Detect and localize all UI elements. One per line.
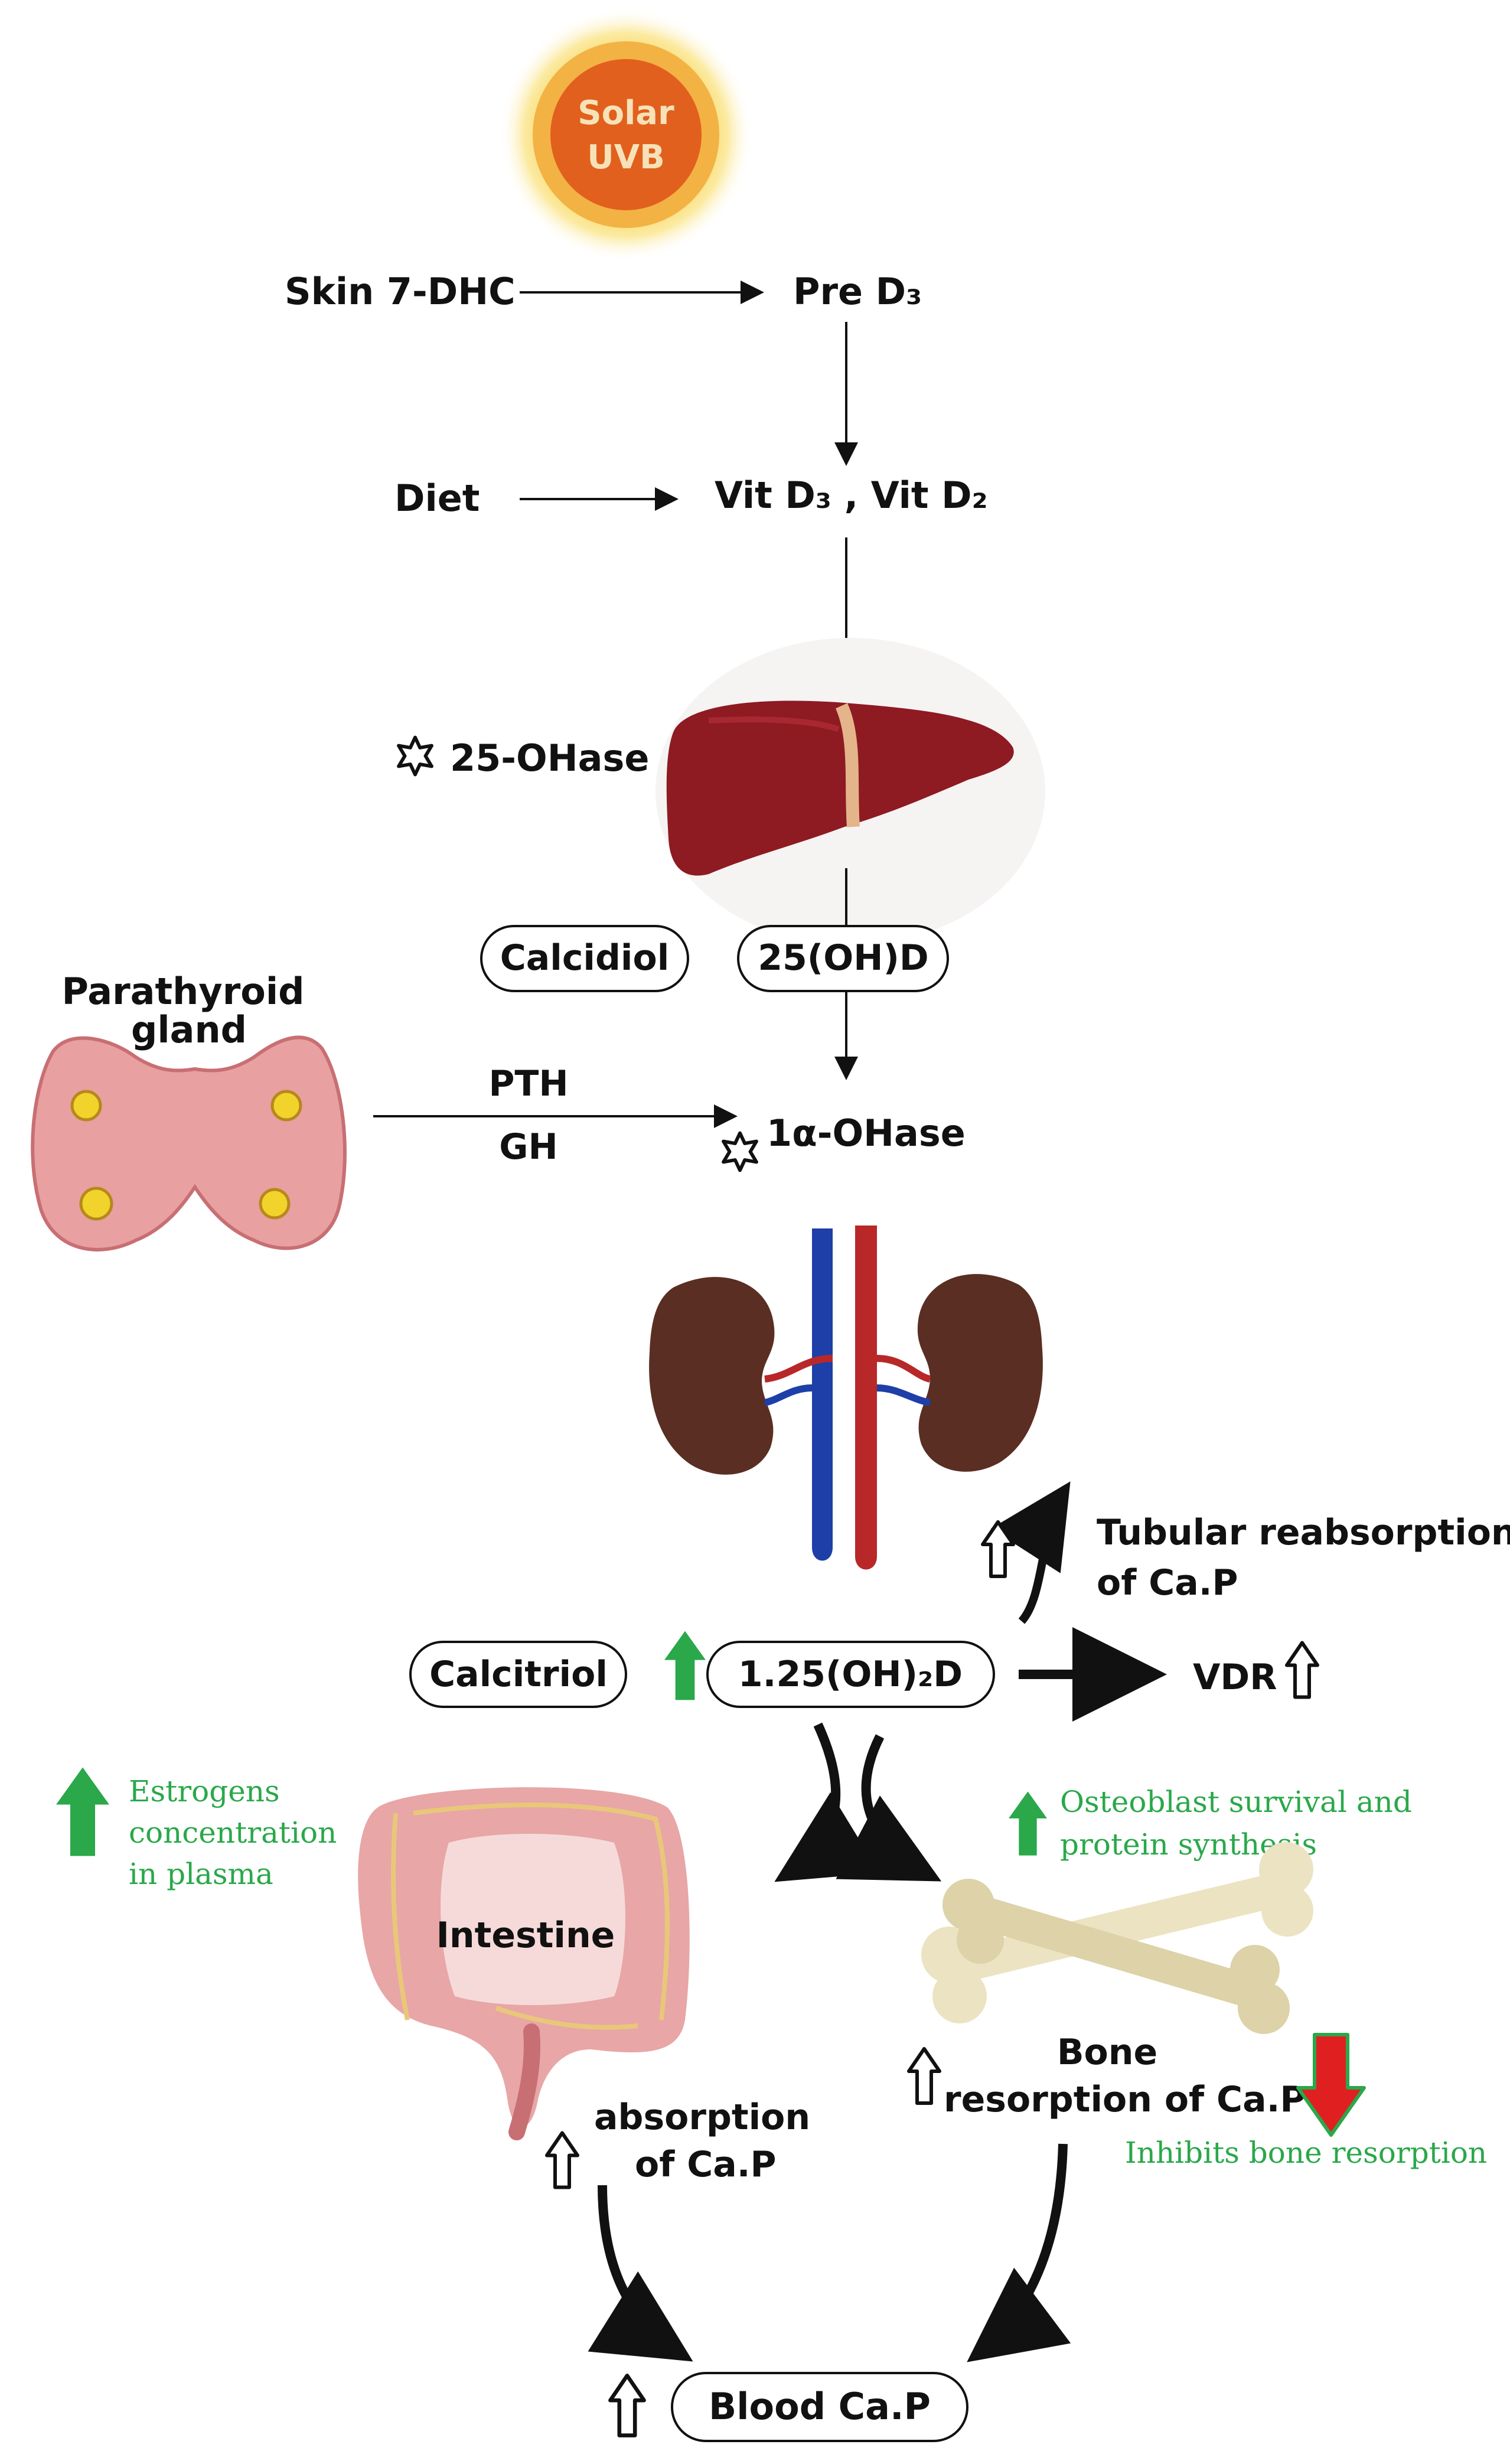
- oh2d-label: 1.25(OH)₂D: [738, 1654, 963, 1695]
- up-outline-arrow-icon: [610, 2375, 644, 2435]
- blood-label: Blood Ca.P: [709, 2385, 931, 2428]
- star-icon: [399, 738, 432, 775]
- pth-label: PTH: [488, 1063, 568, 1104]
- up-outline-arrow-icon: [547, 2133, 578, 2188]
- enzyme-1a-ohase-label: 1α-OHase: [767, 1112, 966, 1155]
- parathyroid-label-1: Parathyroid: [61, 970, 304, 1013]
- bones-icon: [921, 1842, 1313, 2034]
- bone-label-2: resorption of Ca.P: [944, 2079, 1306, 2120]
- up-outline-arrow-icon: [1287, 1643, 1317, 1697]
- intestine-icon: [358, 1787, 690, 2140]
- inhibits-note: Inhibits bone resorption: [1125, 2136, 1487, 2170]
- up-green-arrow-icon: [1009, 1791, 1047, 1856]
- calcitriol-pill: [409, 1641, 627, 1708]
- sun-label-1: Solar: [578, 94, 674, 132]
- curved-arrow-to-intestine: [774, 1722, 880, 1882]
- gh-label: GH: [499, 1126, 557, 1168]
- estrogens-note-2: concentration: [129, 1816, 337, 1850]
- calcidiol-pill: [480, 925, 689, 992]
- intestine-label: Intestine: [436, 1915, 615, 1956]
- calcitriol-label: Calcitriol: [429, 1654, 608, 1695]
- up-green-arrow-icon: [56, 1767, 109, 1856]
- down-red-arrow-icon: [1296, 2033, 1366, 2137]
- bone-label-1: Bone: [1057, 2032, 1157, 2073]
- blood-pill: [671, 2372, 968, 2442]
- pre-d3-label: Pre D₃: [793, 270, 922, 313]
- absorption-label-1: absorption: [594, 2097, 810, 2138]
- sun-icon: Solar UVB: [499, 8, 753, 262]
- vdr-label: VDR: [1193, 1657, 1277, 1698]
- liver-icon: [666, 700, 1014, 876]
- parathyroid-label-2: gland: [131, 1008, 247, 1051]
- curved-arrow-bone-to-blood: [967, 2143, 1071, 2362]
- up-green-arrow-icon: [664, 1631, 706, 1700]
- oh-d-pill: [737, 925, 949, 992]
- parathyroid-gland-icon: [31, 1035, 347, 1251]
- skin-7dhc-label: Skin 7-DHC: [285, 270, 516, 313]
- vit-d3-d2-label: Vit D₃ , Vit D₂: [715, 474, 988, 517]
- curved-arrow-absorption-to-blood: [588, 2185, 693, 2362]
- tubular-label-2: of Ca.P: [1097, 1562, 1238, 1603]
- star-icon: [723, 1133, 756, 1171]
- estrogens-note-1: Estrogens: [129, 1774, 280, 1808]
- tubular-label-1: Tubular reabsorption: [1097, 1512, 1510, 1553]
- absorption-label-2: of Ca.P: [635, 2144, 777, 2185]
- enzyme-25-ohase-label: 25-OHase: [450, 736, 649, 780]
- calcidiol-label: Calcidiol: [500, 937, 670, 979]
- sun-label-2: UVB: [587, 138, 665, 177]
- kidneys-icon: [649, 1226, 1043, 1570]
- osteoblast-note-1: Osteoblast survival and: [1060, 1785, 1412, 1819]
- oh-d-label: 25(OH)D: [758, 937, 928, 979]
- curved-arrow-to-bone: [836, 1734, 942, 1882]
- estrogens-note-3: in plasma: [129, 1857, 273, 1891]
- up-outline-arrow-icon: [983, 1522, 1013, 1576]
- oh2d-pill: [706, 1641, 995, 1708]
- up-outline-arrow-icon: [909, 2049, 940, 2103]
- diet-label: Diet: [394, 477, 480, 520]
- curved-arrow-icon: [991, 1481, 1071, 1624]
